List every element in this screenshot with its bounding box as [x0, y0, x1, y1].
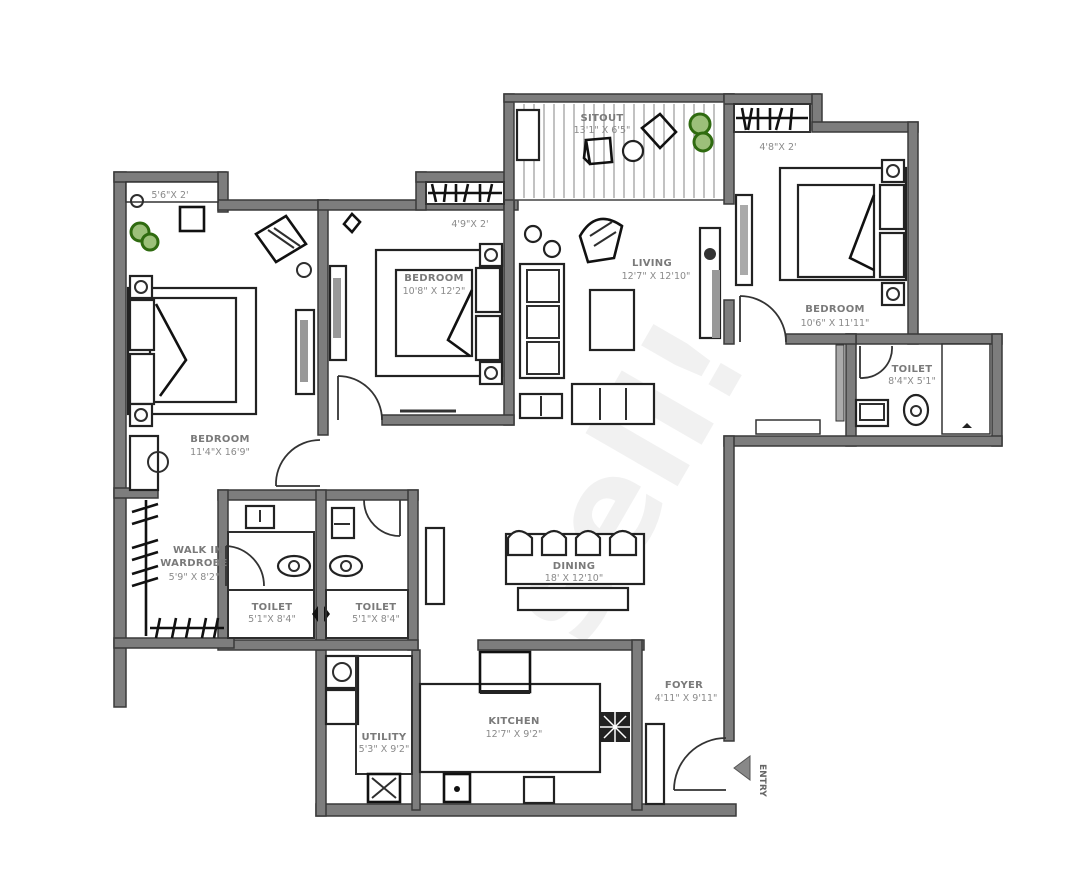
svg-text:4'9"X 2': 4'9"X 2' [451, 219, 488, 230]
svg-text:8'4"X 5'1": 8'4"X 5'1" [888, 376, 936, 387]
walk-in-wardrobe: WALK IN WARDROBE 5'9" X 8'2" [131, 500, 265, 639]
room-label-utility: UTILITY [362, 732, 407, 743]
room-label-toilet-right: TOILET [892, 364, 933, 375]
room-label-toilet-left: TOILET [252, 602, 293, 613]
living-area: LIVING 12'7" X 12'10" [518, 217, 722, 426]
svg-text:10'6" X 11'11": 10'6" X 11'11" [801, 318, 870, 329]
svg-text:4'8"X 2': 4'8"X 2' [759, 142, 796, 153]
room-label-living: LIVING [632, 258, 672, 269]
entry-arrow-icon [733, 755, 751, 781]
foyer-area: FOYER 4'11" X 9'11" [644, 680, 727, 806]
entry-marker: ENTRY [733, 755, 767, 797]
toilet-right: TOILET 8'4"X 5'1" [755, 343, 991, 435]
svg-text:5'6"X 2': 5'6"X 2' [151, 190, 188, 201]
svg-text:5'9" X 8'2": 5'9" X 8'2" [169, 572, 220, 583]
kitchen-area: KITCHEN 12'7" X 9'2" [418, 650, 630, 805]
svg-text:10'8" X 12'2": 10'8" X 12'2" [403, 286, 466, 297]
room-label-dining: DINING [553, 561, 596, 572]
utility-area: UTILITY 5'3" X 9'2" [324, 654, 413, 804]
svg-text:4'11" X 9'11": 4'11" X 9'11" [655, 693, 718, 704]
bedroom-right: BEDROOM 10'6" X 11'11" [734, 158, 908, 343]
svg-text:12'7" X 12'10": 12'7" X 12'10" [622, 271, 691, 282]
svg-text:11'4"X 16'9": 11'4"X 16'9" [190, 447, 250, 458]
toilet-left: TOILET 5'1"X 8'4" [227, 504, 315, 639]
toilet-center: TOILET 5'1"X 8'4" [325, 499, 409, 639]
wardrobe-top-right: 4'8"X 2' [733, 103, 811, 153]
svg-text:18' X 12'10": 18' X 12'10" [545, 573, 603, 584]
svg-text:12'7" X 9'2": 12'7" X 9'2" [486, 729, 543, 740]
bedroom-middle: 4'9"X 2' BEDROOM 10'8" X 12'2" [328, 181, 505, 421]
room-label-foyer: FOYER [665, 680, 703, 691]
room-label-bedroom-master: BEDROOM [190, 434, 250, 445]
svg-text:5'1"X 8'4": 5'1"X 8'4" [248, 614, 296, 625]
room-label-bedroom-middle: BEDROOM [404, 273, 464, 284]
room-label-kitchen: KITCHEN [488, 716, 539, 727]
svg-text:5'1"X 8'4": 5'1"X 8'4" [352, 614, 400, 625]
svg-text:WALK IN: WALK IN [173, 545, 223, 556]
svg-text:WARDROBE: WARDROBE [160, 558, 227, 569]
plant-icon [688, 112, 712, 136]
sitout-area: SITOUT 13'1" X 6'5" [513, 101, 725, 201]
room-label-sitout: SITOUT [581, 113, 624, 124]
entry-label: ENTRY [757, 764, 767, 797]
svg-text:5'3" X 9'2": 5'3" X 9'2" [359, 744, 410, 755]
room-label-toilet-center: TOILET [356, 602, 397, 613]
walls [113, 93, 1003, 817]
dining-area: DINING 18' X 12'10" [424, 526, 646, 612]
room-dim-sitout: 13'1" X 6'5" [574, 125, 631, 136]
room-label-bedroom-right: BEDROOM [805, 304, 865, 315]
bedroom-master: 5'6"X 2' BEDROOM 11'4"X 16'9" [125, 181, 321, 492]
